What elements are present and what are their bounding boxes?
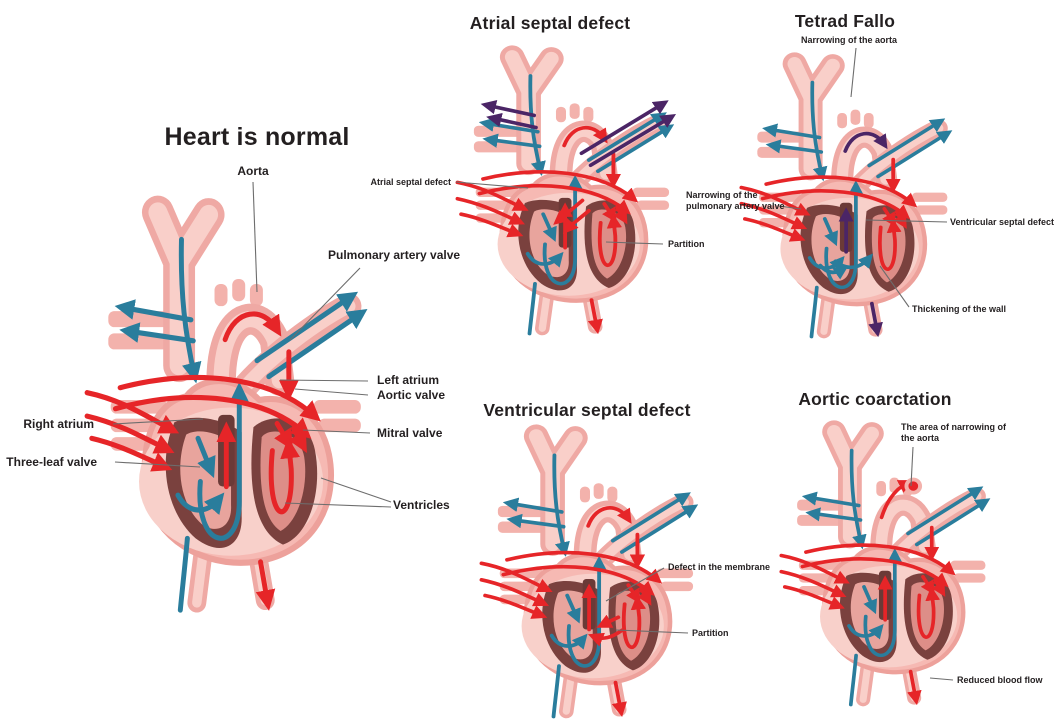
leader-line: [850, 47, 857, 98]
annotation-label-line: the aorta: [901, 433, 940, 443]
heart-illustration-tof: [739, 52, 953, 339]
annotation-label: Ventricular septal defect: [950, 217, 1054, 227]
annotation-label: Partition: [668, 239, 705, 249]
annotation-label: Aortic valve: [377, 388, 445, 402]
leader-line: [615, 629, 689, 634]
heart-illustration-normal: [84, 195, 368, 613]
leader-line: [320, 477, 392, 503]
leader-line: [302, 429, 371, 434]
leader-line: [879, 265, 910, 308]
annotation-label: Atrial septal defect: [370, 177, 451, 187]
annotation-label: Thickening of the wall: [912, 304, 1006, 314]
leader-line: [289, 267, 361, 341]
leader-line: [112, 418, 204, 425]
heart-illustration-vsd: [479, 424, 699, 719]
heart-illustration-asd: [455, 45, 677, 336]
leader-line: [778, 205, 802, 210]
leader-line: [605, 241, 664, 245]
annotation-label-line: pulmonary artery valve: [686, 201, 785, 211]
annotation-label: Left atrium: [377, 373, 439, 387]
annotation-label: Right atrium: [23, 417, 94, 431]
panel-title-vsd: Ventricular septal defect: [483, 400, 690, 420]
panel-title-normal: Heart is normal: [164, 123, 349, 151]
leader-line: [929, 677, 954, 681]
annotation-label: Aorta: [237, 164, 269, 178]
panel-title-asd: Atrial septal defect: [470, 13, 631, 33]
leader-line: [910, 446, 914, 487]
annotation-label-line: Narrowing of the: [686, 190, 758, 200]
heart-illustration-coarct: [779, 420, 991, 707]
annotation-label: Narrowing of the aorta: [801, 35, 898, 45]
leader-line: [455, 181, 529, 189]
panel-title-coarct: Aortic coarctation: [798, 389, 951, 409]
leader-line: [605, 567, 665, 602]
panel-title-tof: Tetrad Fallo: [795, 11, 895, 31]
annotation-label: Mitral valve: [377, 426, 443, 440]
annotation-label: Reduced blood flow: [957, 675, 1043, 685]
leader-line: [279, 379, 369, 382]
leader-line: [114, 461, 201, 468]
leader-line: [294, 388, 369, 396]
leader-line: [284, 502, 392, 508]
leader-line: [865, 219, 948, 223]
annotation-label: Partition: [692, 628, 729, 638]
annotation-label: Ventricles: [393, 498, 450, 512]
annotation-label: Defect in the membrane: [668, 562, 770, 572]
leader-line: [252, 181, 258, 293]
annotation-label: Pulmonary artery valve: [328, 248, 460, 262]
annotation-label: Three-leaf valve: [6, 455, 97, 469]
annotation-label-line: The area of narrowing of: [901, 422, 1007, 432]
